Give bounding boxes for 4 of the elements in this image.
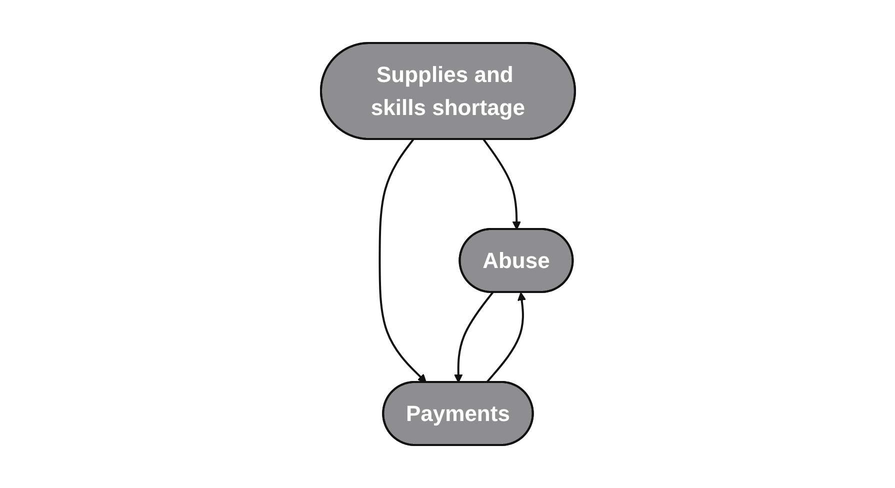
arrow (454, 292, 494, 383)
arrow (485, 292, 526, 384)
arrow (482, 138, 521, 230)
arrow (378, 138, 426, 383)
